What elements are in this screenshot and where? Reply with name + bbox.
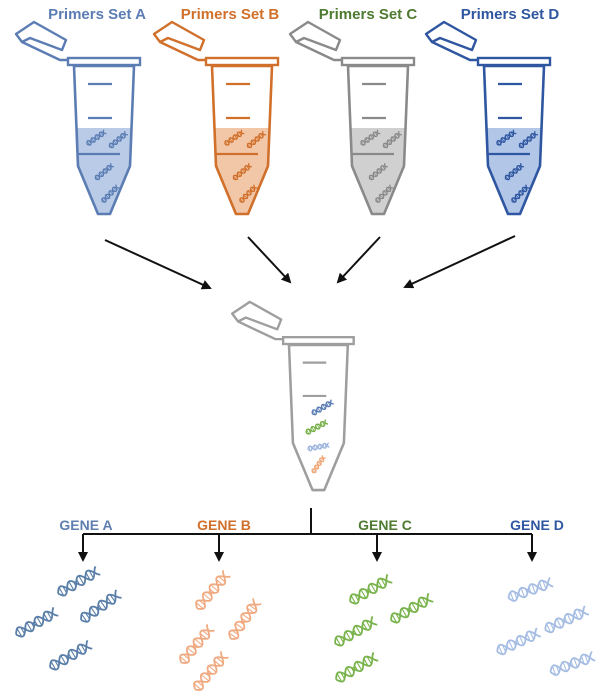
gene-d-dna-cluster [496, 577, 596, 676]
dna-helix-icon [80, 589, 122, 623]
tube-liquid [212, 128, 272, 214]
dna-helix-icon [305, 419, 329, 435]
dna-helix-icon [507, 577, 554, 602]
dna-helix-icon [49, 639, 93, 671]
tube-body [210, 64, 274, 216]
dna-helix-icon [307, 442, 330, 452]
dna-helix-icon [57, 565, 101, 597]
gene-a-dna-cluster [15, 565, 122, 671]
dna-helix-icon [335, 651, 379, 683]
gene-a-label: GENE A [59, 517, 112, 533]
dna-helix-icon [86, 129, 107, 146]
tube-rim [476, 56, 552, 67]
dna-helix-icon [496, 129, 517, 146]
dna-helix-icon [504, 162, 524, 181]
tube-lid [152, 20, 206, 52]
tube-rim [204, 56, 280, 67]
dna-helix-icon [496, 627, 542, 656]
dna-helix-icon [311, 399, 334, 416]
dna-helix-icon [246, 130, 266, 149]
tube-body [482, 64, 546, 216]
gene-d-label: GENE D [510, 517, 564, 533]
tube-rim [66, 56, 142, 67]
dna-helix-icon [511, 184, 530, 203]
dna-helix-icon [179, 624, 215, 664]
tube-liquid [74, 128, 134, 214]
gene-c-dna-cluster [334, 573, 434, 683]
primer-set-d-label: Primers Set D [461, 6, 560, 23]
dna-helix-icon [239, 184, 258, 203]
dna-helix-icon [518, 130, 538, 149]
dna-helix-icon [195, 570, 231, 610]
dna-helix-icon [101, 184, 120, 203]
tube-body [72, 64, 136, 216]
tube-lid [230, 300, 283, 331]
tube-lid [424, 20, 478, 52]
tube-rim [340, 56, 416, 67]
dna-helix-icon [228, 598, 262, 640]
tube-hinge [237, 320, 286, 341]
dna-helix-icon [549, 651, 596, 676]
dna-helix-icon [382, 130, 402, 149]
gene-c-label: GENE C [358, 517, 412, 533]
arrow-from-tube-b [247, 236, 292, 284]
tube-hinge [295, 40, 344, 62]
dna-helix-icon [334, 615, 378, 647]
tube-lid [14, 20, 68, 52]
dna-helix-icon [349, 573, 393, 605]
arrow-from-tube-c [336, 236, 381, 284]
dna-helix-icon [108, 130, 128, 149]
tube-lid [288, 20, 342, 52]
tube-body [346, 64, 410, 216]
dna-helix-icon [375, 184, 394, 203]
arrow-from-tube-d [403, 235, 516, 289]
tube-primer-set-c [288, 20, 416, 216]
tube-body [287, 343, 350, 492]
dna-helix-icon [311, 455, 326, 474]
tube-mixed-reaction [230, 300, 355, 492]
dna-helix-icon [193, 651, 229, 691]
dna-helix-icon [232, 162, 252, 181]
tube-hinge [431, 40, 480, 62]
primer-set-b-label: Primers Set B [181, 6, 280, 23]
gene-b-label: GENE B [197, 517, 251, 533]
dna-helix-icon [94, 162, 114, 181]
tube-hinge [159, 40, 208, 62]
dna-helix-icon [15, 606, 59, 638]
dna-helix-icon [224, 129, 245, 146]
primer-set-a-label: Primers Set A [48, 6, 146, 23]
gene-b-dna-cluster [179, 570, 262, 691]
dna-helix-icon [360, 129, 381, 146]
tube-hinge [21, 40, 70, 62]
arrow-from-tube-a [104, 239, 212, 290]
converging-arrows [104, 235, 516, 290]
tube-liquid [484, 128, 544, 214]
dna-helix-icon [544, 605, 590, 634]
branching-arrows [78, 508, 537, 562]
dna-helix-icon [368, 162, 388, 181]
primer-set-c-label: Primers Set C [319, 6, 418, 23]
tube-rim [281, 335, 355, 346]
dna-helix-icon [390, 592, 434, 624]
